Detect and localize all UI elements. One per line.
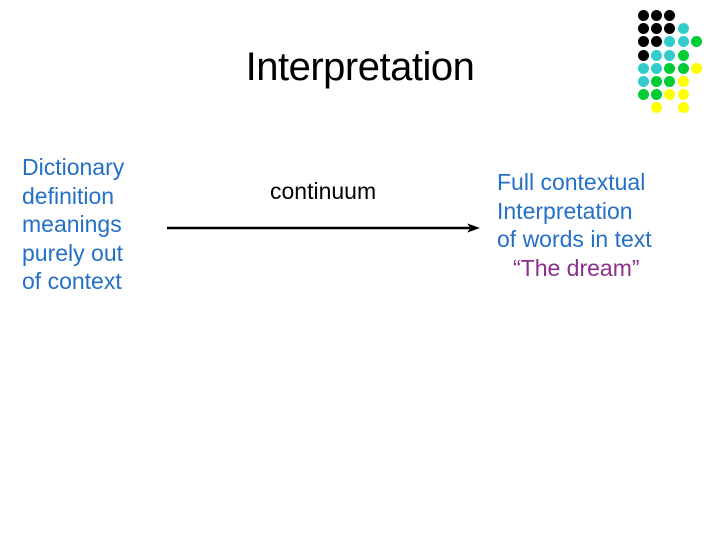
decoration-dot [677, 62, 689, 74]
decoration-dot [664, 62, 676, 74]
right-text-block: Full contextual Interpretation of words … [497, 168, 652, 282]
decoration-dot [638, 62, 649, 74]
right-text-line: of words in text [497, 226, 652, 252]
continuum-label: continuum [270, 178, 377, 204]
decoration-dot [690, 62, 702, 74]
decoration-dot [638, 23, 649, 35]
decoration-dot [664, 23, 676, 35]
decoration-dot [651, 76, 663, 87]
decoration-dot [651, 23, 663, 35]
dot-grid-decoration [638, 10, 710, 122]
decoration-dot [638, 49, 649, 61]
decoration-dot [664, 10, 676, 21]
decoration-dot [638, 89, 649, 101]
decoration-dot [638, 36, 649, 48]
decoration-dot [690, 36, 702, 48]
decoration-dot [677, 49, 689, 61]
decoration-dot [677, 102, 689, 114]
decoration-dot [677, 89, 689, 101]
decoration-dot [638, 10, 649, 21]
decoration-dot [651, 36, 663, 48]
decoration-dot [677, 23, 689, 35]
decoration-dot [651, 102, 663, 114]
left-text-line: meanings [22, 211, 122, 237]
decoration-dot [677, 36, 689, 48]
decoration-dot [638, 76, 649, 87]
continuum-arrow-icon [167, 223, 480, 233]
decoration-dot [677, 76, 689, 87]
left-text-block: Dictionary definition meanings purely ou… [22, 153, 124, 296]
decoration-dot [664, 89, 676, 101]
right-text-line: Full contextual [497, 169, 646, 195]
decoration-dot [664, 49, 676, 61]
decoration-dot [651, 62, 663, 74]
right-text-line: Interpretation [497, 197, 633, 224]
left-text-line: Dictionary [22, 154, 125, 180]
decoration-dot [651, 10, 663, 21]
decoration-dot [664, 76, 676, 87]
quote-line: “The dream” [513, 254, 640, 281]
decoration-dot [651, 89, 663, 101]
decoration-dot [664, 36, 676, 48]
left-text-line: definition [22, 182, 115, 209]
left-text-line: purely out [22, 239, 124, 266]
left-text-line: of context [22, 268, 122, 294]
slide-title: Interpretation [245, 45, 475, 89]
decoration-dot [651, 49, 663, 61]
